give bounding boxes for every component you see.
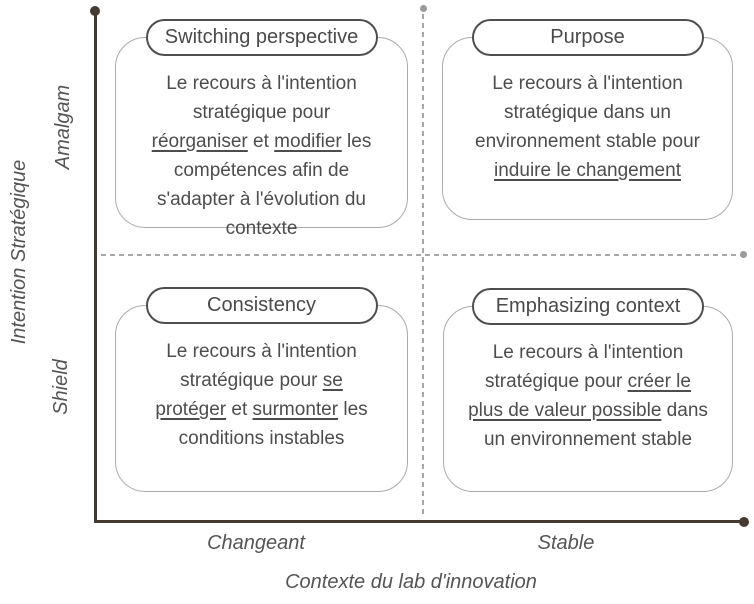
x-axis-left-label: Changeant xyxy=(207,532,305,554)
quadrant-body-text: Le recours à l'intention stratégique pou… xyxy=(151,73,372,239)
quadrant-title: Emphasizing context xyxy=(495,295,681,317)
y-axis-top-label: Amalgam xyxy=(52,84,74,170)
quadrant-purpose: Purpose Le recours à l'intention stratég… xyxy=(442,19,733,220)
quadrant-title: Switching perspective xyxy=(164,26,359,48)
y-axis-line xyxy=(94,10,97,522)
x-axis-line xyxy=(94,520,745,523)
x-axis-right-label: Stable xyxy=(537,532,595,554)
vertical-divider-end-dot xyxy=(420,5,427,12)
y-axis-end-dot xyxy=(90,6,100,16)
quadrant-title-pill: Consistency xyxy=(145,287,378,324)
y-axis-title: Intention Stratégique xyxy=(8,159,30,345)
quadrant-title: Consistency xyxy=(207,294,316,316)
quadrant-body-text: Le recours à l'intention stratégique pou… xyxy=(155,341,368,449)
quadrant-emphasizing-context: Emphasizing context Le recours à l'inten… xyxy=(443,288,733,492)
quadrant-title-pill: Emphasizing context xyxy=(472,288,704,325)
quadrant-switching-perspective: Switching perspective Le recours à l'int… xyxy=(115,19,408,239)
quadrant-body-text: Le recours à l'intention stratégique pou… xyxy=(468,342,708,450)
quadrant-title-pill: Purpose xyxy=(471,19,704,56)
quadrant-title-pill: Switching perspective xyxy=(145,19,378,56)
x-axis-end-dot xyxy=(739,517,749,527)
vertical-dashed-divider xyxy=(422,14,424,515)
x-axis-title: Contexte du lab d'innovation xyxy=(285,571,537,593)
quadrant-title: Purpose xyxy=(550,26,625,48)
y-axis-bottom-label: Shield xyxy=(50,359,72,415)
quadrant-consistency: Consistency Le recours à l'intention str… xyxy=(115,287,408,492)
quadrant-body-text: Le recours à l'intention stratégique dan… xyxy=(475,73,700,181)
horizontal-divider-end-dot xyxy=(740,251,747,258)
horizontal-dashed-divider xyxy=(101,254,739,256)
